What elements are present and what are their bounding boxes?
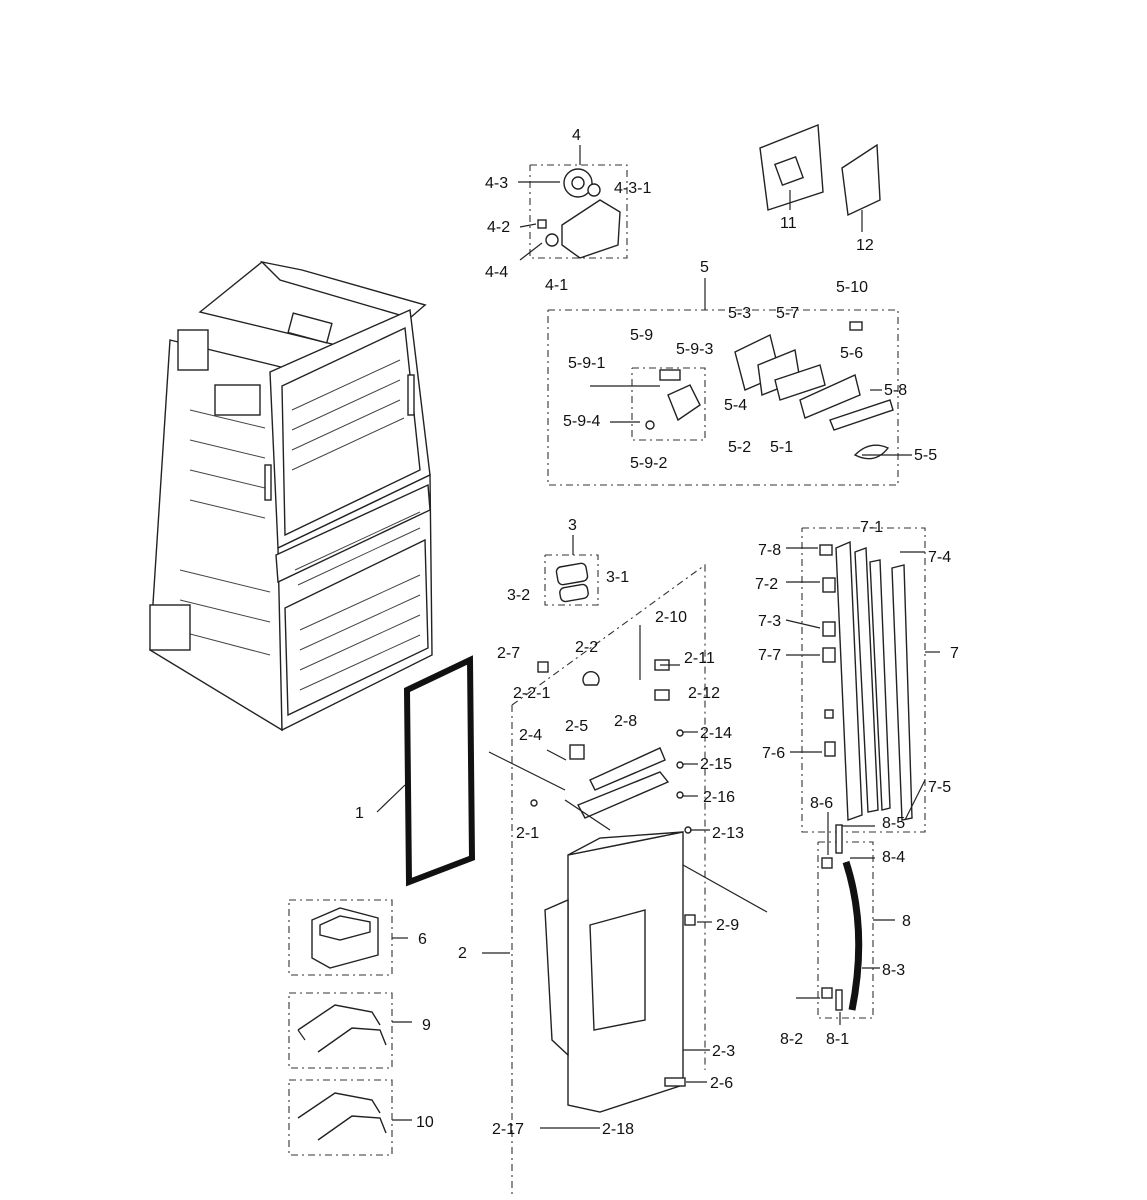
label-5-1: 5-1 [770,439,793,456]
label-2-2: 2-2 [575,639,598,656]
refrigerator-cabinet [149,260,433,732]
label-2-10: 2-10 [655,609,687,626]
label-11: 11 [780,215,797,232]
cover-12 [841,143,881,232]
label-2-14: 2-14 [700,725,732,742]
label-7-1: 7-1 [860,519,883,536]
label-5: 5 [700,259,709,276]
label-7: 7 [950,645,959,662]
assembly-8 [796,812,895,1025]
label-2-6: 2-6 [710,1075,733,1092]
label-2-1: 2-1 [516,825,539,842]
label-5-9: 5-9 [630,327,653,344]
assembly-7 [785,527,940,833]
label-4-4: 4-4 [485,264,508,281]
label-12: 12 [856,237,874,254]
label-4-3-1: 4-3-1 [614,180,651,197]
label-2-9: 2-9 [716,917,739,934]
assembly-5 [547,278,912,486]
label-8-1: 8-1 [826,1031,849,1048]
door-gasket [376,655,476,887]
bracket-9 [288,992,412,1069]
label-3-1: 3-1 [606,569,629,586]
label-5-2: 5-2 [728,439,751,456]
label-2: 2 [458,945,467,962]
label-2-11: 2-11 [684,650,715,667]
label-8: 8 [902,913,911,930]
label-8-3: 8-3 [882,962,905,979]
label-2-12: 2-12 [688,685,720,702]
label-2-18: 2-18 [602,1121,634,1138]
label-5-9-1: 5-9-1 [568,355,605,372]
label-8-2: 8-2 [780,1031,803,1048]
assembly-2 [482,563,768,1195]
label-2-13: 2-13 [712,825,744,842]
label-2-7: 2-7 [497,645,520,662]
label-5-8: 5-8 [884,382,907,399]
label-5-4: 5-4 [724,397,747,414]
label-5-10: 5-10 [836,279,868,296]
label-3-2: 3-2 [507,587,530,604]
label-5-9-3: 5-9-3 [676,341,713,358]
label-5-6: 5-6 [840,345,863,362]
bin-6 [288,899,408,976]
label-4-1: 4-1 [545,277,568,294]
label-8-6: 8-6 [810,795,833,812]
cover-11 [759,123,824,211]
label-5-3: 5-3 [728,305,751,322]
label-7-4: 7-4 [928,549,951,566]
label-2-8: 2-8 [614,713,637,730]
assembly-4 [518,145,628,261]
label-2-15: 2-15 [700,756,732,773]
label-2-17: 2-17 [492,1121,524,1138]
label-2-3: 2-3 [712,1043,735,1060]
label-2-2-1: 2-2-1 [513,685,550,702]
label-5-9-4: 5-9-4 [563,413,600,430]
label-5-9-2: 5-9-2 [630,455,667,472]
label-1: 1 [355,805,364,822]
label-5-5: 5-5 [914,447,937,464]
label-5-7: 5-7 [776,305,799,322]
label-2-4: 2-4 [519,727,542,744]
label-7-6: 7-6 [762,745,785,762]
label-7-3: 7-3 [758,613,781,630]
label-8-4: 8-4 [882,849,905,866]
label-10: 10 [416,1114,434,1131]
label-4-3: 4-3 [485,175,508,192]
assembly-3 [544,535,599,606]
label-7-8: 7-8 [758,542,781,559]
label-3: 3 [568,517,577,534]
label-6: 6 [418,931,427,948]
label-2-5: 2-5 [565,718,588,735]
label-2-16: 2-16 [703,789,735,806]
label-9: 9 [422,1017,431,1034]
label-7-2: 7-2 [755,576,778,593]
label-4-2: 4-2 [487,219,510,236]
label-8-5: 8-5 [882,815,905,832]
label-7-5: 7-5 [928,779,951,796]
label-7-7: 7-7 [758,647,781,664]
bracket-10 [288,1079,412,1156]
label-4: 4 [572,127,581,144]
